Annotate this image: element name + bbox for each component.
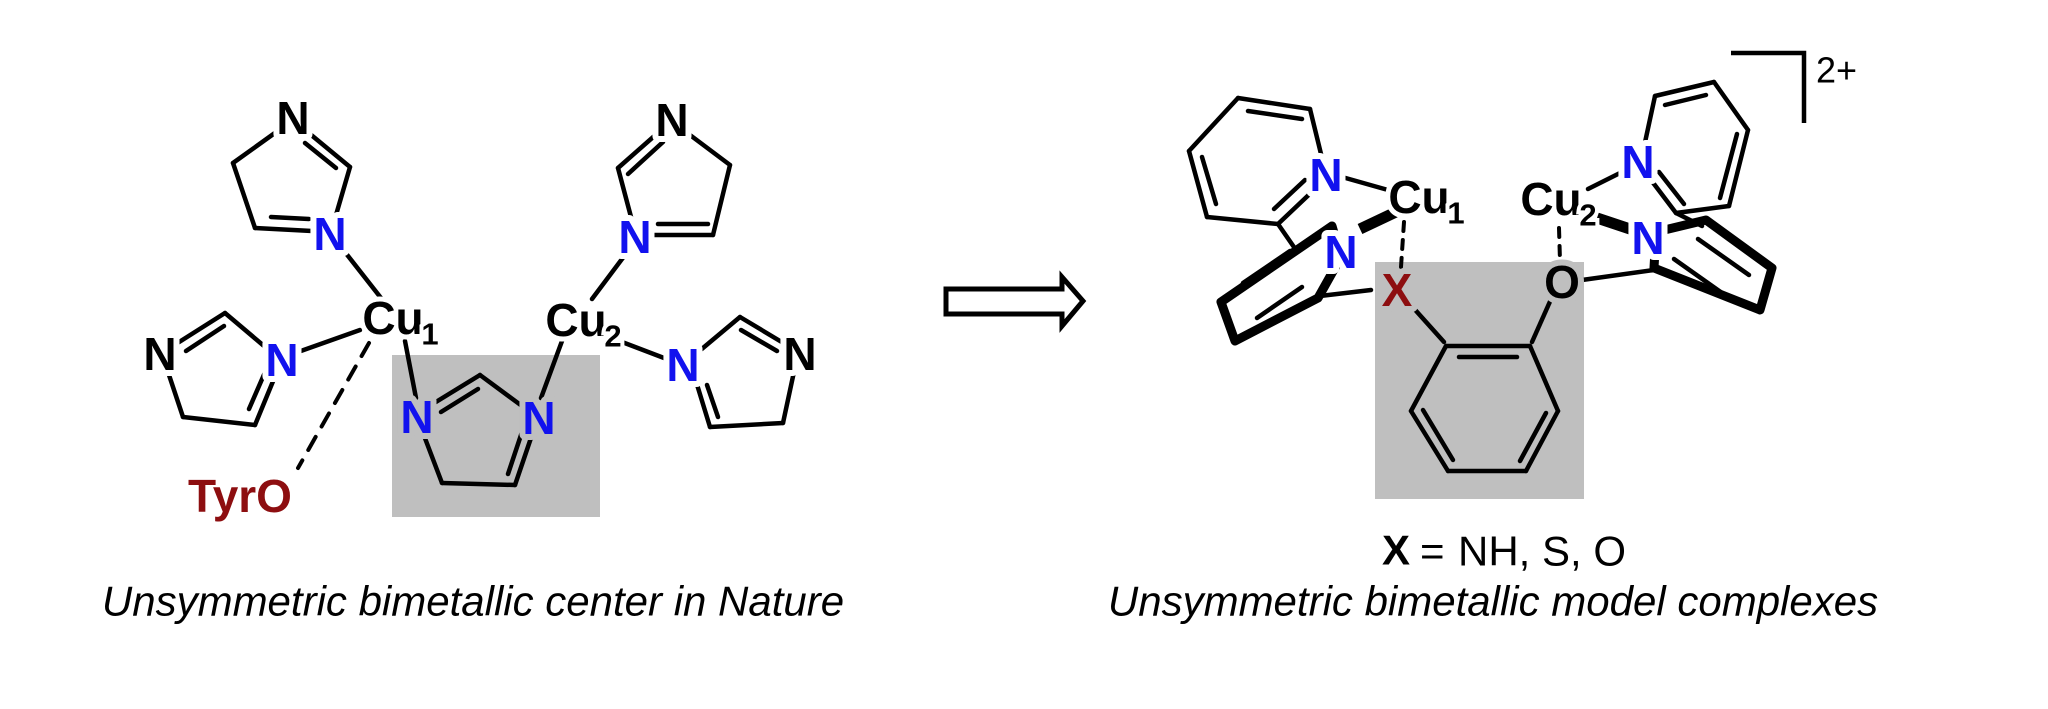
imidazole-ring-right [692,314,798,430]
cu2-label: Cu [545,294,606,346]
bridge-nitrogen-label: N [522,392,555,444]
nitrogen-label: N [783,328,816,380]
imidazole-ring-top-left [230,126,353,234]
nitrogen-label: N [1324,226,1357,278]
cu1-label: Cu [1388,171,1449,223]
charge-bracket [1731,50,1807,123]
nitrogen-label: N [1309,149,1342,201]
bridging-benzene-ring [1408,343,1561,474]
dashed-bond-cu1-tyro [296,341,371,470]
cu2-label: Cu [1520,173,1581,225]
bond-n-cu1 [1339,174,1391,193]
cu1-subscript: 1 [1447,196,1464,231]
pyridine-ring-upper-left [1186,95,1325,227]
reaction-arrow-icon [943,270,1087,333]
bond-bipyridine-link-right [1673,210,1705,229]
nitrogen-label: N [313,208,346,260]
legend-equals: = [1420,528,1445,575]
dashed-bond-cu1-x [1399,220,1406,269]
cu2-subscript: 2 [604,319,621,354]
cu2-subscript: 2 [1579,198,1596,233]
bond-pyridine-o [1579,267,1657,283]
oxygen-label: O [1544,256,1580,308]
bond-cu2-bridge [538,338,565,401]
x-atom-label: X [1382,264,1413,316]
wedge-bond-cu1-n [1357,206,1401,234]
left-structure: N N N N N N N N N N Cu 1 Cu 2 TyrO Unsym… [102,86,844,625]
dashed-bond-cu2-o [1557,226,1562,263]
cu1-label: Cu [362,292,423,344]
bridging-imidazolate-ring [420,372,536,488]
left-caption: Unsymmetric bimetallic center in Nature [102,578,844,625]
bond-cu1-bridge [402,338,419,401]
wedge-bond-cu2-n [1595,212,1635,236]
bond-imidazole-cu2 [589,248,631,302]
legend-values: NH, S, O [1458,528,1626,575]
cu1-subscript: 1 [421,317,438,352]
bond-pyridine-x [1317,287,1374,299]
imidazole-ring-left [164,310,279,428]
bond-bipyridine-link-left [1275,221,1299,253]
nitrogen-label: N [618,211,651,263]
pyridine-ring-upper-right [1641,79,1751,216]
nitrogen-label: N [1621,136,1654,188]
bridging-imidazolate-highlight-box [392,355,600,517]
pyridine-ring-lower-left [1216,221,1346,346]
right-caption: Unsymmetric bimetallic model complexes [1108,578,1878,625]
bond-imidazole-cu1 [338,244,384,301]
tyro-label: TyrO [188,470,292,522]
x-legend: X = NH, S, O [1382,527,1626,575]
charge-label: 2+ [1816,50,1857,91]
pyridine-ring-lower-right [1649,215,1777,315]
nitrogen-label: N [276,92,309,144]
legend-x-symbol: X [1382,527,1410,574]
bond-left-imidazole-cu1 [295,327,363,355]
bridge-nitrogen-label: N [400,391,433,443]
bond-o-benzene [1529,294,1555,345]
nitrogen-label: N [1631,212,1664,264]
nitrogen-label: N [143,328,176,380]
nitrogen-label: N [655,94,688,146]
right-structure: 2+ [1108,50,1878,625]
bond-cu2-right-imidazole [619,339,667,361]
bond-n-cu2 [1585,170,1623,192]
nitrogen-label: N [265,334,298,386]
imidazole-ring-top-right [615,128,733,238]
bond-x-benzene [1406,300,1447,345]
nitrogen-label: N [666,339,699,391]
